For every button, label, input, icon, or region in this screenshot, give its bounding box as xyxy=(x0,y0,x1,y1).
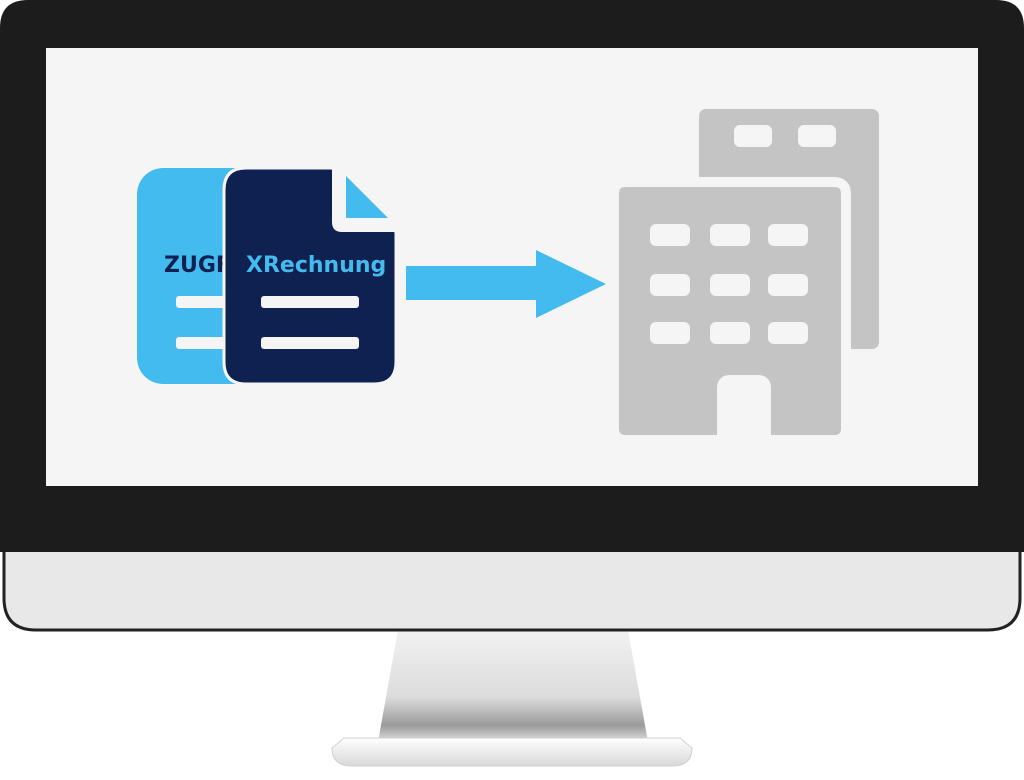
monitor-chin xyxy=(2,546,1022,632)
arrow-right-icon xyxy=(406,250,606,318)
xrechnung-document: XRechnung xyxy=(222,166,398,386)
monitor-stand xyxy=(331,630,693,767)
office-building-icon xyxy=(609,99,889,445)
xrechnung-label: XRechnung xyxy=(246,253,386,278)
invoice-documents-icon: ZUGFeRD XRechnung xyxy=(137,166,398,386)
